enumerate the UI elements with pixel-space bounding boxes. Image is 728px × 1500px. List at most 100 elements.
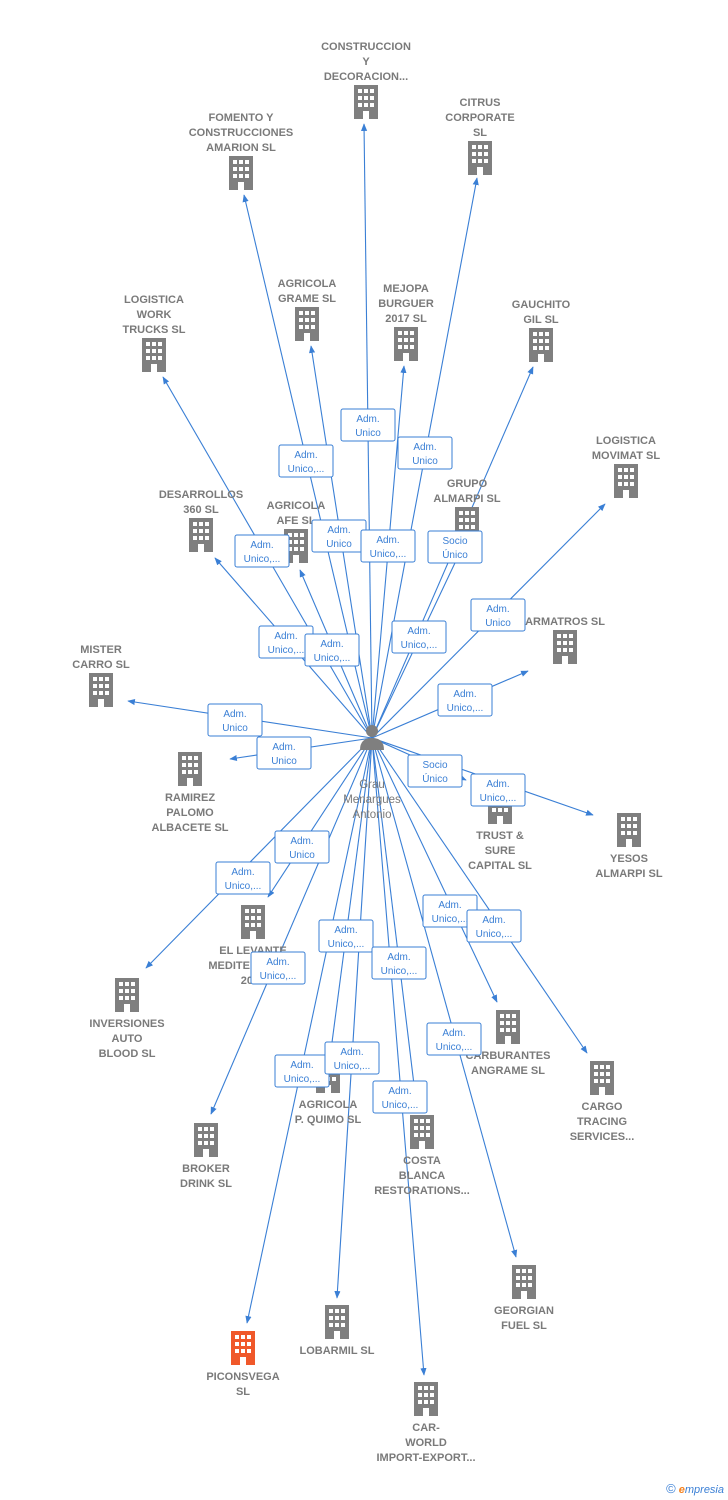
company-name-line[interactable]: AGRICOLA [267, 500, 326, 512]
company-name-line[interactable]: TRUCKS SL [123, 324, 186, 336]
edge-label-box[interactable] [340, 408, 396, 442]
company-name-line[interactable]: RAMIREZ [165, 792, 215, 804]
building-icon[interactable] [553, 630, 577, 664]
edge-label-box[interactable] [470, 773, 526, 807]
company-name-line[interactable]: DESARROLLOS [159, 489, 243, 501]
edge-label-mister_carro[interactable]: Adm.Unico [207, 703, 263, 737]
company-name-line[interactable]: 2017 SL [385, 313, 427, 325]
building-icon[interactable] [529, 328, 553, 362]
company-name-line[interactable]: GRUPO [447, 478, 488, 490]
company-name-line[interactable]: CORPORATE [445, 112, 514, 124]
edge-label-agricola_afe[interactable]: Adm.Unico,... [304, 633, 360, 667]
company-name-line[interactable]: P. QUIMO SL [295, 1114, 362, 1126]
edge-label-mejopa[interactable]: Adm.Unico,... [360, 529, 416, 563]
edge-label-construccion[interactable]: Adm.Unico [340, 408, 396, 442]
edge-label-el_levante[interactable]: Adm.Unico [274, 830, 330, 864]
company-name-line[interactable]: YESOS [610, 853, 648, 865]
company-name-line[interactable]: GIL SL [523, 314, 559, 326]
edge-label-citrus[interactable]: Adm.Unico [397, 436, 453, 470]
company-name-line[interactable]: AGRICOLA [278, 278, 337, 290]
company-name-line[interactable]: CONSTRUCCION [321, 41, 411, 53]
edge-label-grupo_almarpi[interactable]: Adm.Unico,... [391, 620, 447, 654]
company-name-line[interactable]: PALOMO [166, 807, 214, 819]
company-name-line[interactable]: WORLD [405, 1437, 447, 1449]
edge-label-box[interactable] [207, 703, 263, 737]
company-name-line[interactable]: BROKER [182, 1163, 230, 1175]
company-node-car_world[interactable]: CAR- WORLD IMPORT-EXPORT... [376, 1382, 476, 1464]
edge-label-box[interactable] [278, 444, 334, 478]
building-icon[interactable] [142, 338, 166, 372]
company-name-line[interactable]: ARMATROS SL [525, 616, 605, 628]
person-name-line[interactable]: Menargues [343, 794, 401, 806]
building-icon[interactable] [115, 978, 139, 1012]
company-name-line[interactable]: SL [473, 127, 487, 139]
company-name-line[interactable]: AMARION SL [206, 142, 276, 154]
building-icon[interactable] [394, 327, 418, 361]
company-name-line[interactable]: AUTO [112, 1033, 143, 1045]
company-name-line[interactable]: GRAME SL [278, 293, 336, 305]
building-icon[interactable] [512, 1265, 536, 1299]
edge-label-box[interactable] [371, 946, 427, 980]
person-name-line[interactable]: Grau [359, 779, 385, 791]
edge-label-box[interactable] [470, 598, 526, 632]
company-node-broker[interactable]: BROKER DRINK SL [180, 1123, 232, 1190]
company-name-line[interactable]: BLANCA [399, 1170, 445, 1182]
edge-label-cargo[interactable]: Adm.Unico,... [466, 909, 522, 943]
company-node-agricola_grame[interactable]: AGRICOLA GRAME SL [278, 278, 337, 341]
building-icon[interactable] [194, 1123, 218, 1157]
building-icon[interactable] [410, 1115, 434, 1149]
company-name-line[interactable]: LOBARMIL SL [300, 1345, 375, 1357]
company-name-line[interactable]: CARRO SL [72, 659, 130, 671]
edge-label-box[interactable] [437, 683, 493, 717]
company-node-lobarmil[interactable]: LOBARMIL SL [300, 1305, 375, 1357]
company-name-line[interactable]: AGRICOLA [299, 1099, 358, 1111]
edge-label-box[interactable] [466, 909, 522, 943]
company-name-line[interactable]: CAPITAL SL [468, 860, 532, 872]
edge-label-box[interactable] [304, 633, 360, 667]
building-icon[interactable] [231, 1331, 255, 1365]
edge-label-box[interactable] [360, 529, 416, 563]
edge-label-desarrollos[interactable]: Adm.Unico,... [258, 625, 314, 659]
edge-label-agricola_grame[interactable]: Adm.Unico [311, 519, 367, 553]
edge-label-box[interactable] [397, 436, 453, 470]
company-node-construccion[interactable]: CONSTRUCCION Y DECORACION... [321, 41, 411, 119]
edge-label-georgian[interactable]: Adm.Unico,... [426, 1022, 482, 1056]
edge-label-piconsvega[interactable]: Adm.Unico,... [274, 1054, 330, 1088]
edge-label-inversiones[interactable]: Adm.Unico,... [215, 861, 271, 895]
company-name-line[interactable]: CAR- [412, 1422, 440, 1434]
edge-label-box[interactable] [407, 754, 463, 788]
company-name-line[interactable]: ANGRAME SL [471, 1065, 545, 1077]
company-name-line[interactable]: LOGISTICA [124, 294, 184, 306]
person-icon-head[interactable] [366, 725, 378, 737]
building-icon[interactable] [241, 905, 265, 939]
edge-label-box[interactable] [427, 530, 483, 564]
edge-label-box[interactable] [234, 534, 290, 568]
building-icon[interactable] [468, 141, 492, 175]
building-icon[interactable] [614, 464, 638, 498]
person-icon[interactable] [360, 738, 384, 750]
company-name-line[interactable]: IMPORT-EXPORT... [376, 1452, 475, 1464]
building-icon[interactable] [325, 1305, 349, 1339]
company-name-line[interactable]: DECORACION... [324, 71, 408, 83]
edge-label-box[interactable] [391, 620, 447, 654]
building-icon[interactable] [229, 156, 253, 190]
company-name-line[interactable]: TRUST & [476, 830, 524, 842]
company-node-cargo[interactable]: CARGOTRACINGSERVICES... [570, 1061, 635, 1143]
company-node-costa[interactable]: COSTABLANCARESTORATIONS... [374, 1115, 470, 1197]
company-name-line[interactable]: DRINK SL [180, 1178, 232, 1190]
company-name-line[interactable]: Y [362, 56, 370, 68]
company-name-line[interactable]: GEORGIAN [494, 1305, 554, 1317]
company-name-line[interactable]: SL [236, 1386, 250, 1398]
edge-label-logistica_work[interactable]: Adm.Unico,... [234, 534, 290, 568]
edge-label-box[interactable] [324, 1041, 380, 1075]
